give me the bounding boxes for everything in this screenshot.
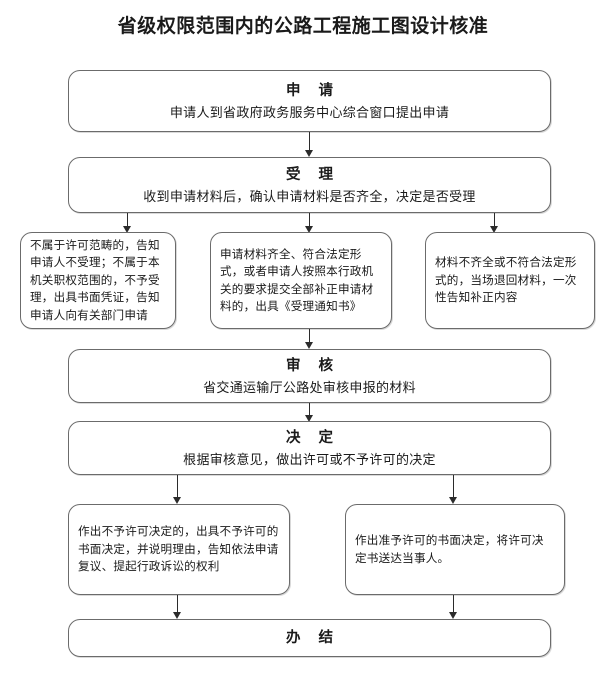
arrowhead-decision-to-grant <box>449 497 457 504</box>
node-decision-deny: 作出不予许可决定的，出具不予许可的书面决定，并说明理由，告知依法申请复议、提起行… <box>68 504 290 595</box>
connector-accept-to-branch-2 <box>309 213 310 229</box>
arrowhead-deny-to-complete <box>173 612 181 619</box>
connector-grant-to-complete <box>453 595 454 615</box>
node-review-stage: 审 核 <box>285 357 341 374</box>
node-complete-stage: 办 结 <box>285 630 341 646</box>
arrowhead-review-to-decision <box>305 415 313 422</box>
node-accept-desc: 收到申请材料后，确认申请材料是否齐全，决定是否受理 <box>143 188 476 204</box>
connector-accept-to-branch-3 <box>494 213 495 229</box>
node-branch-complete-body: 申请材料齐全、符合法定形式，或者申请人按照本行政机关的要求提交全部补正申请材料的… <box>220 247 374 314</box>
node-decision-desc: 根据审核意见，做出许可或不予许可的决定 <box>183 451 436 467</box>
node-branch-not-permitted: 不属于许可范畴的，告知申请人不受理；不属于本机关职权范围的，不予受理，出具书面凭… <box>20 232 176 329</box>
node-decision-stage: 决 定 <box>285 429 341 446</box>
arrowhead-apply-to-accept <box>305 150 313 157</box>
node-apply-stage: 申 请 <box>285 82 341 99</box>
connector-accept-to-branch-1 <box>127 213 128 229</box>
connector-apply-to-accept <box>309 132 310 153</box>
page-title: 省级权限范围内的公路工程施工图设计核准 <box>117 16 489 37</box>
node-apply: 申 请 申请人到省政府政务服务中心综合窗口提出申请 <box>68 70 551 132</box>
node-decision-deny-body: 作出不予许可决定的，出具不予许可的书面决定，并说明理由，告知依法申请复议、提起行… <box>78 525 279 574</box>
node-decision: 决 定 根据审核意见，做出许可或不予许可的决定 <box>68 421 551 475</box>
connector-review-to-decision <box>309 403 310 418</box>
node-decision-grant-body: 作出准予许可的书面决定，将许可决定书送达当事人。 <box>355 534 544 565</box>
connector-deny-to-complete <box>177 595 178 615</box>
node-branch-incomplete-body: 材料不齐全或不符合法定形式的，当场退回材料，一次性告知补正内容 <box>435 256 577 305</box>
node-review-desc: 省交通运输厅公路处审核申报的材料 <box>203 379 416 395</box>
arrowhead-branch-complete-to-review <box>305 342 313 349</box>
node-review: 审 核 省交通运输厅公路处审核申报的材料 <box>68 349 551 403</box>
node-apply-desc: 申请人到省政府政务服务中心综合窗口提出申请 <box>169 104 450 120</box>
arrowhead-accept-to-branch-3 <box>490 226 498 233</box>
arrowhead-grant-to-complete <box>449 612 457 619</box>
node-decision-grant: 作出准予许可的书面决定，将许可决定书送达当事人。 <box>345 504 565 595</box>
connector-decision-to-grant <box>453 475 454 500</box>
node-accept: 受 理 收到申请材料后，确认申请材料是否齐全，决定是否受理 <box>68 157 551 213</box>
arrowhead-accept-to-branch-2 <box>305 226 313 233</box>
connector-decision-to-deny <box>177 475 178 500</box>
node-branch-incomplete: 材料不齐全或不符合法定形式的，当场退回材料，一次性告知补正内容 <box>425 232 595 329</box>
node-accept-stage: 受 理 <box>285 166 341 183</box>
node-branch-complete: 申请材料齐全、符合法定形式，或者申请人按照本行政机关的要求提交全部补正申请材料的… <box>210 232 392 329</box>
node-branch-not-permitted-body: 不属于许可范畴的，告知申请人不受理；不属于本机关职权范围的，不予受理，出具书面凭… <box>30 238 160 322</box>
arrowhead-decision-to-deny <box>173 497 181 504</box>
node-complete: 办 结 <box>68 619 551 657</box>
arrowhead-accept-to-branch-1 <box>123 226 131 233</box>
connector-branch-complete-to-review <box>309 329 310 345</box>
